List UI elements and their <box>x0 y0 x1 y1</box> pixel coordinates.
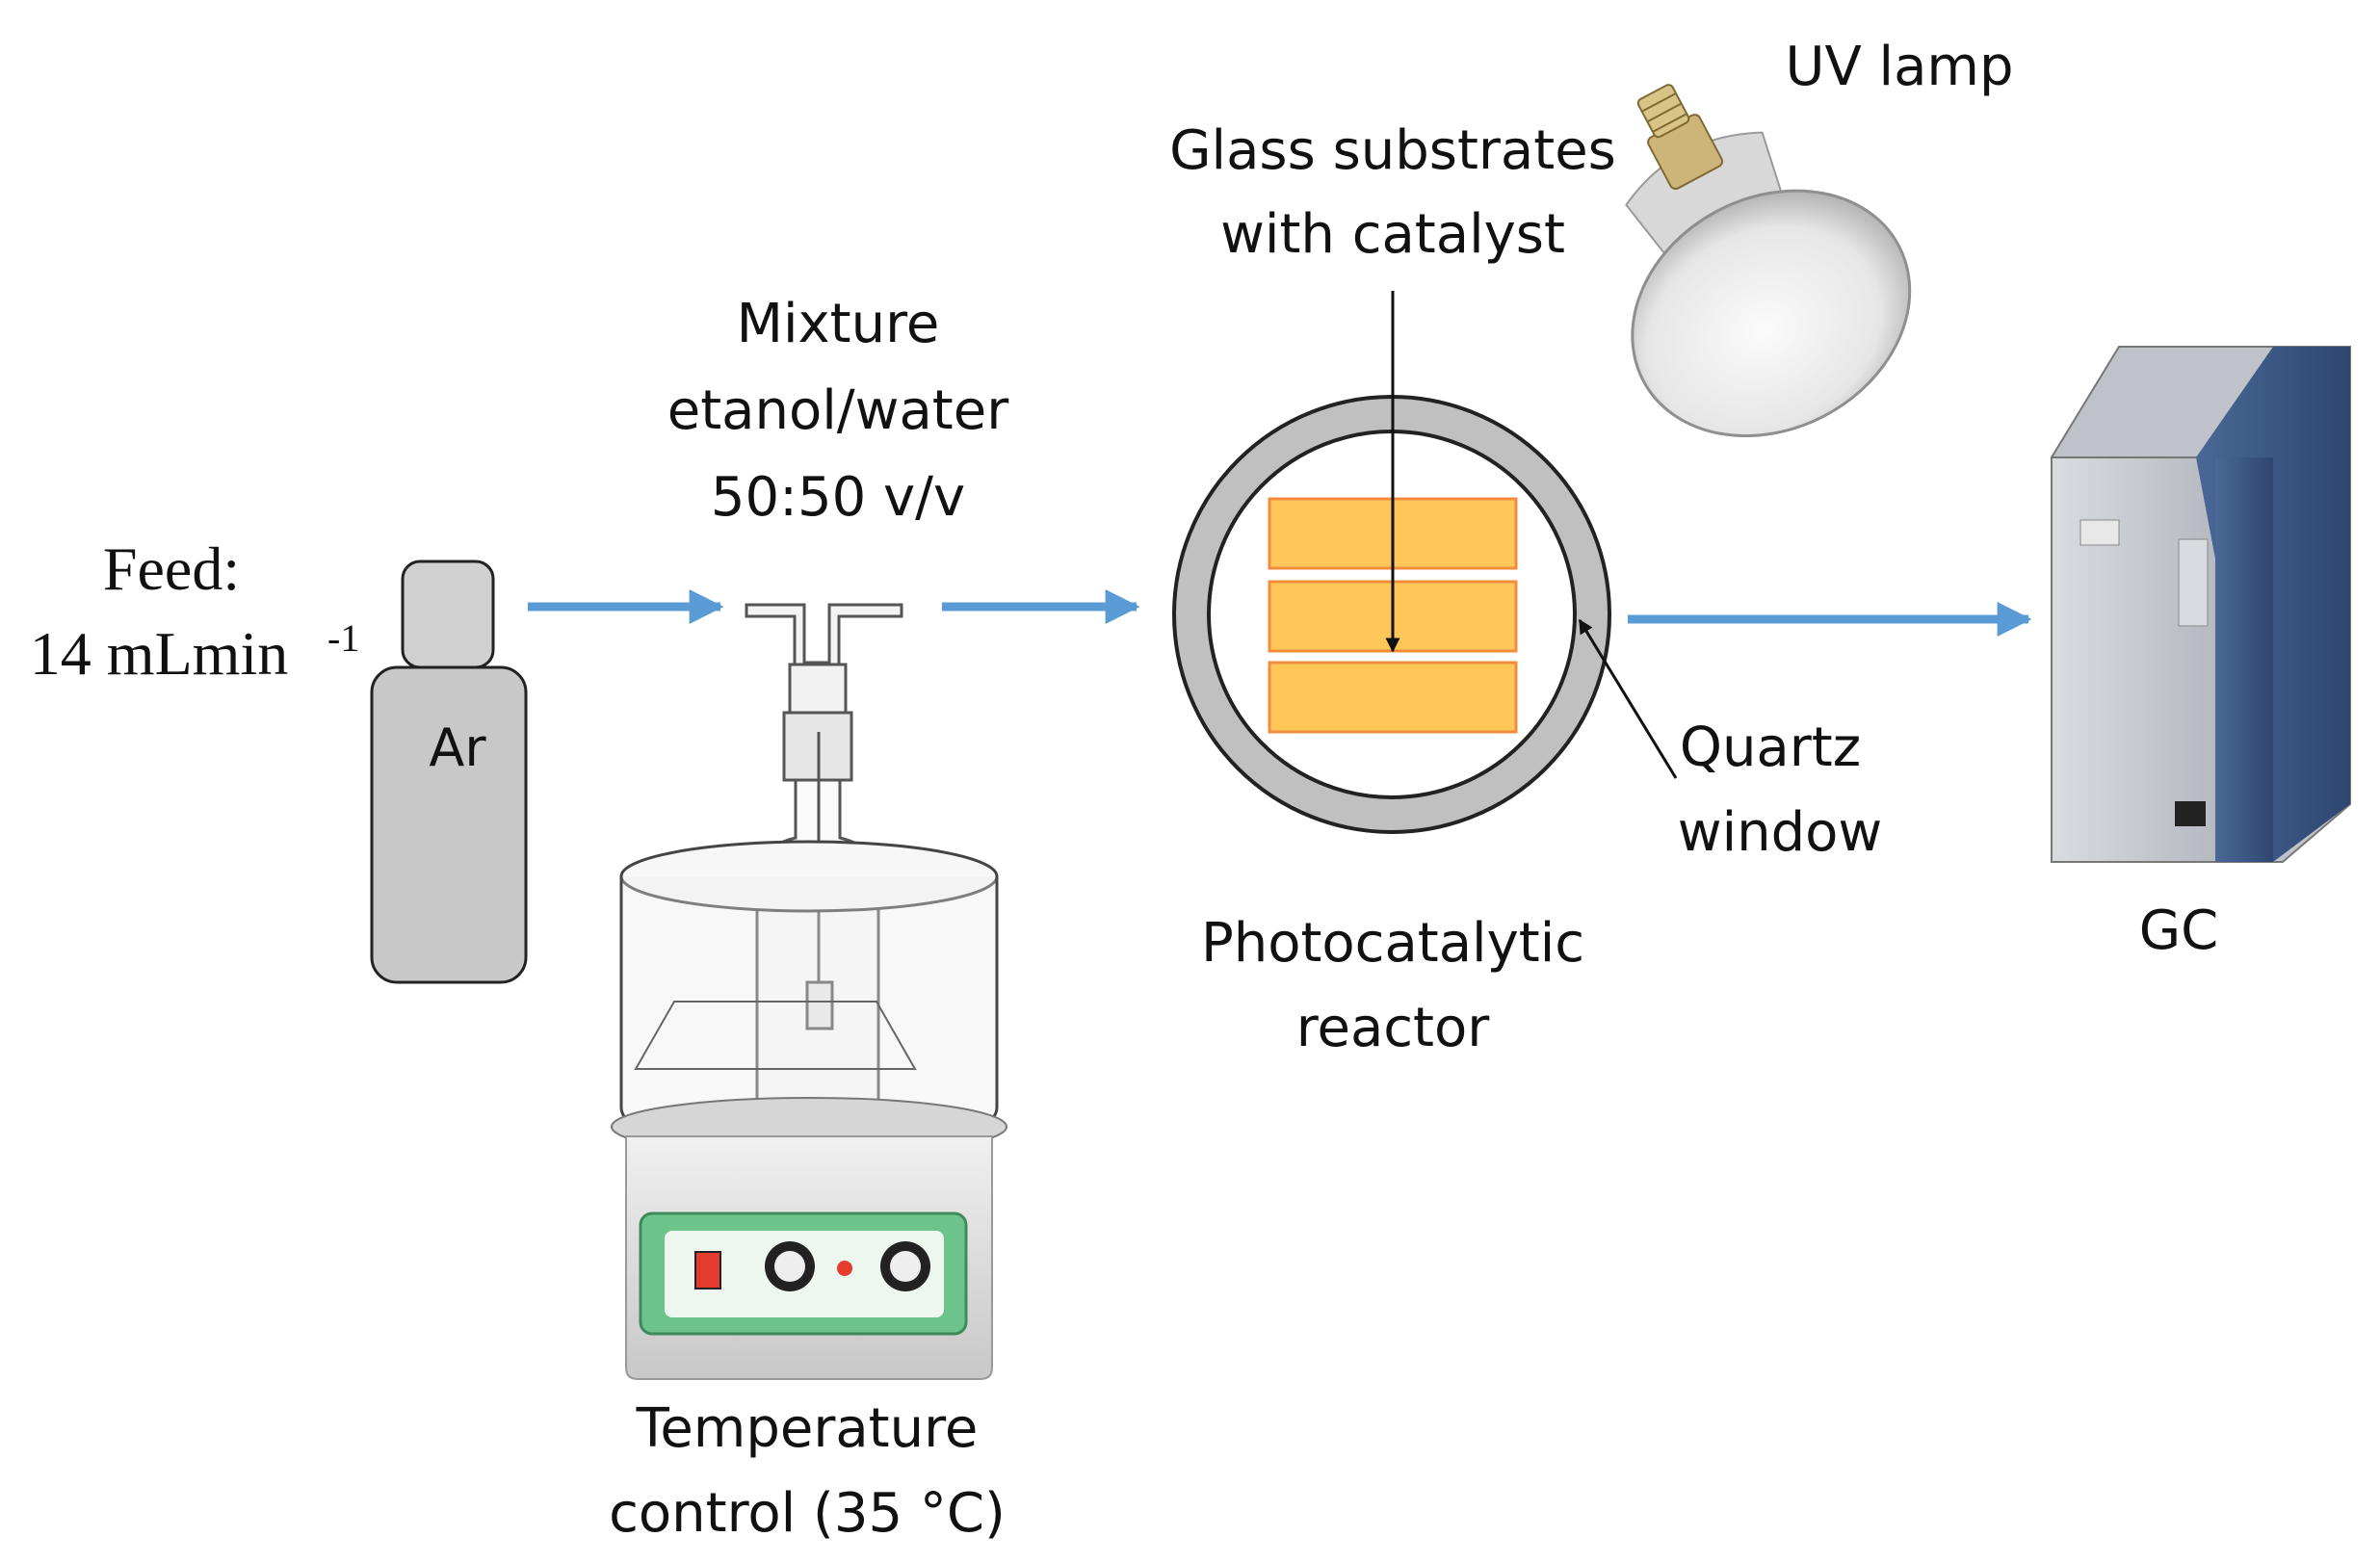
cylinder-label: Ar <box>429 717 486 778</box>
substrates-sublabel: with catalyst <box>1220 203 1565 266</box>
uv-lamp <box>1625 84 1912 438</box>
mixture-ratio: 50:50 v/v <box>711 466 965 529</box>
water-bath <box>619 840 999 1148</box>
quartz-pointer-arrow <box>1578 618 1678 779</box>
gc-logo <box>2079 519 2120 546</box>
feed-label: Feed: <box>103 534 240 603</box>
uv-lamp-label: UV lamp <box>1785 36 2013 98</box>
substrates-label: Glass substrates <box>1169 119 1616 182</box>
gas-chromatograph <box>2051 346 2351 863</box>
quartz-label: Quartz <box>1680 716 1861 779</box>
gc-label: GC <box>2139 899 2219 962</box>
indicator-light <box>837 1261 852 1276</box>
cylinder-body <box>370 665 528 984</box>
temperature-label: Temperature <box>636 1397 979 1460</box>
reactor-sublabel: reactor <box>1296 997 1491 1059</box>
temperature-setpoint: control (35 °C) <box>609 1482 1006 1545</box>
gc-status-panel <box>2178 538 2209 627</box>
cylinder-cap <box>401 560 495 669</box>
catalyst-substrate-3 <box>1268 661 1518 734</box>
feed-rate-label: 14 mLmin <box>30 619 288 688</box>
hotplate-stirrer <box>611 1097 1007 1380</box>
reactor-label: Photocatalytic <box>1201 912 1584 975</box>
power-switch <box>694 1251 721 1289</box>
gc-power-socket <box>2175 801 2206 826</box>
argon-cylinder <box>370 560 528 984</box>
mixture-title: Mixture <box>737 293 940 355</box>
quartz-sublabel: window <box>1678 801 1882 864</box>
mixture-composition: etanol/water <box>667 379 1009 442</box>
feed-rate-superscript: -1 <box>327 616 359 660</box>
